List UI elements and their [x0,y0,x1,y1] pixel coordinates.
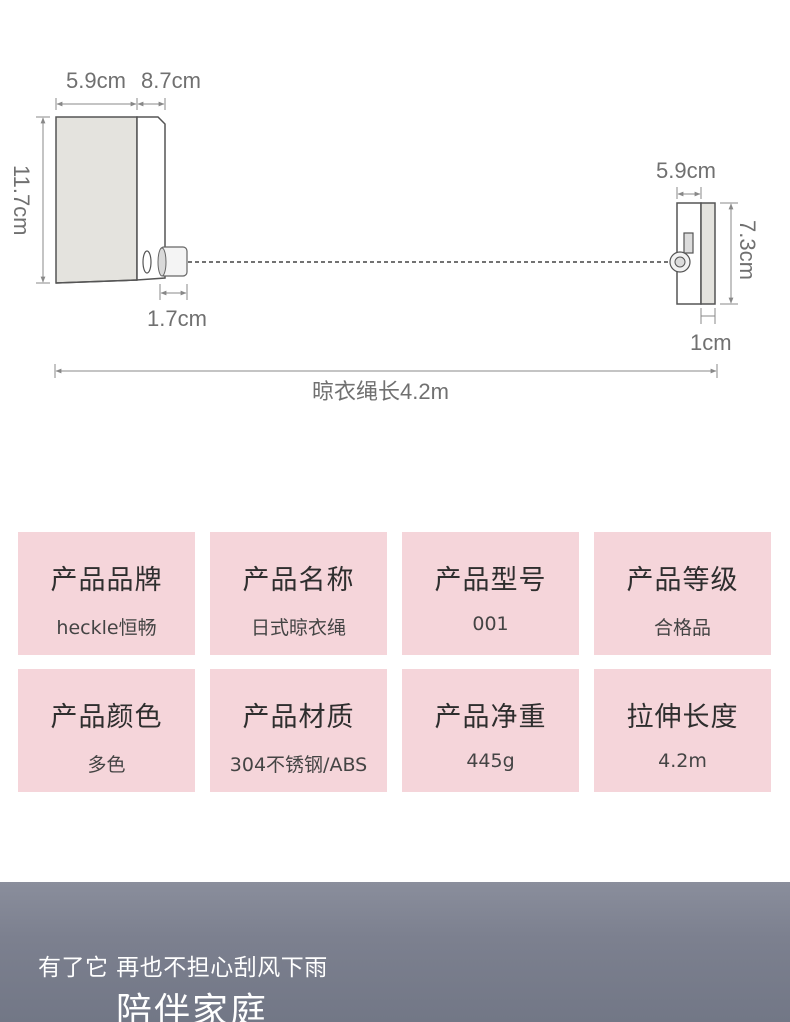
spec-value: heckle恒畅 [56,617,157,639]
dim-width-top-left: 5.9cm [66,68,126,93]
spec-value: 001 [472,613,509,635]
spec-card-model: 产品型号 001 [402,532,579,655]
spec-value: 4.2m [658,750,707,772]
spec-title: 产品材质 [242,702,355,733]
spec-value: 304不锈钢/ABS [229,754,368,776]
spec-card-name: 产品名称 日式晾衣绳 [210,532,387,655]
spec-title: 产品名称 [242,565,355,596]
spec-value: 445g [466,750,515,772]
spec-card-material: 产品材质 304不锈钢/ABS [210,669,387,792]
dim-height-left: 11.7cm [9,165,34,236]
left-housing [55,116,166,284]
pull-knob [142,246,188,277]
spec-title: 拉伸长度 [626,702,739,733]
spec-card-grade: 产品等级 合格品 [594,532,771,655]
spec-title: 产品等级 [626,565,739,596]
spec-card-brand: 产品品牌 heckle恒畅 [18,532,195,655]
spec-title: 产品颜色 [50,702,163,733]
dim-knob-length: 1.7cm [147,306,207,331]
spec-card-weight: 产品净重 445g [402,669,579,792]
spec-value: 多色 [87,754,126,776]
spec-value: 合格品 [653,617,711,639]
spec-card-color: 产品颜色 多色 [18,669,195,792]
dim-rope-length: 晾衣绳长4.2m [312,379,449,404]
dim-width-right: 5.9cm [656,158,716,183]
spec-title: 产品品牌 [50,565,163,596]
banner-tagline: 有了它 再也不担心刮风下雨 [38,955,328,981]
spec-title: 产品型号 [434,565,547,596]
product-dimension-diagram: 5.9cm 8.7cm 11.7cm 1.7cm 5.9cm 7.3cm 1cm… [9,68,760,404]
dim-depth-right: 1cm [690,330,732,355]
spec-title: 产品净重 [434,702,547,733]
spec-card-stretch-length: 拉伸长度 4.2m [594,669,771,792]
bottom-banner: 有了它 再也不担心刮风下雨 陪伴家庭 [0,882,790,1022]
right-hook-mount [669,202,716,305]
banner-headline: 陪伴家庭 [116,991,269,1022]
dim-height-right: 7.3cm [735,220,760,280]
spec-value: 日式晾衣绳 [250,617,346,639]
dim-depth-top-left: 8.7cm [141,68,201,93]
